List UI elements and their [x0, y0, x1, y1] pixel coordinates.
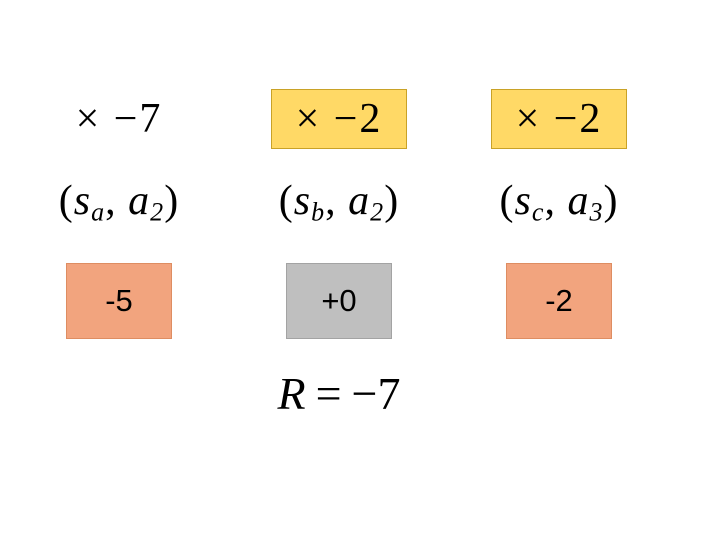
comma: ,: [105, 177, 129, 224]
state-subscript: a: [91, 197, 106, 227]
reward-box-b: +0: [286, 263, 392, 339]
multiplier-cell-a: × −7: [9, 86, 229, 152]
reward-row: -5 +0 -2: [9, 258, 669, 344]
state-action-pair-a: (sa, a2): [58, 177, 180, 227]
open-paren: (: [278, 177, 294, 224]
result-equals-sign: =: [315, 368, 342, 419]
state-action-pair-c: (sc, a3): [499, 177, 619, 227]
multiplier-a: × −7: [75, 95, 163, 142]
action-symbol: a: [348, 177, 371, 224]
result-variable: R: [277, 368, 306, 419]
state-action-cell-c: (sc, a3): [449, 172, 669, 230]
multiplier-c-highlight-box: × −2: [490, 88, 628, 150]
reward-cell-b: +0: [229, 258, 449, 344]
reward-cell-c: -2: [449, 258, 669, 344]
reward-cell-a: -5: [9, 258, 229, 344]
close-paren: ): [603, 177, 619, 224]
state-action-row: (sa, a2) (sb, a2) (sc, a3): [9, 172, 669, 230]
result-equation: R=−7: [9, 366, 669, 421]
action-subscript: 2: [370, 197, 385, 227]
open-paren: (: [58, 177, 74, 224]
state-subscript: c: [531, 197, 545, 227]
result-value: −7: [351, 368, 401, 419]
action-symbol: a: [128, 177, 151, 224]
action-subscript: 3: [589, 197, 604, 227]
state-symbol: s: [293, 177, 312, 224]
reward-value-c: -2: [545, 283, 573, 318]
state-symbol: s: [73, 177, 92, 224]
action-subscript: 2: [150, 197, 165, 227]
state-action-pair-b: (sb, a2): [278, 177, 400, 227]
state-action-cell-b: (sb, a2): [229, 172, 449, 230]
reward-box-c: -2: [506, 263, 612, 339]
state-subscript: b: [311, 197, 326, 227]
reward-value-a: -5: [105, 283, 133, 318]
multiplier-b-highlight-box: × −2: [270, 88, 408, 150]
state-symbol: s: [514, 177, 532, 224]
reward-value-b: +0: [321, 283, 357, 318]
action-symbol: a: [567, 177, 590, 224]
multiplier-row: × −7 × −2 × −2: [9, 86, 669, 152]
comma: ,: [325, 177, 349, 224]
reward-box-a: -5: [66, 263, 172, 339]
open-paren: (: [499, 177, 515, 224]
state-action-cell-a: (sa, a2): [9, 172, 229, 230]
multiplier-cell-c: × −2: [449, 86, 669, 152]
close-paren: ): [384, 177, 400, 224]
multiplier-cell-b: × −2: [229, 86, 449, 152]
close-paren: ): [164, 177, 180, 224]
comma: ,: [544, 177, 568, 224]
